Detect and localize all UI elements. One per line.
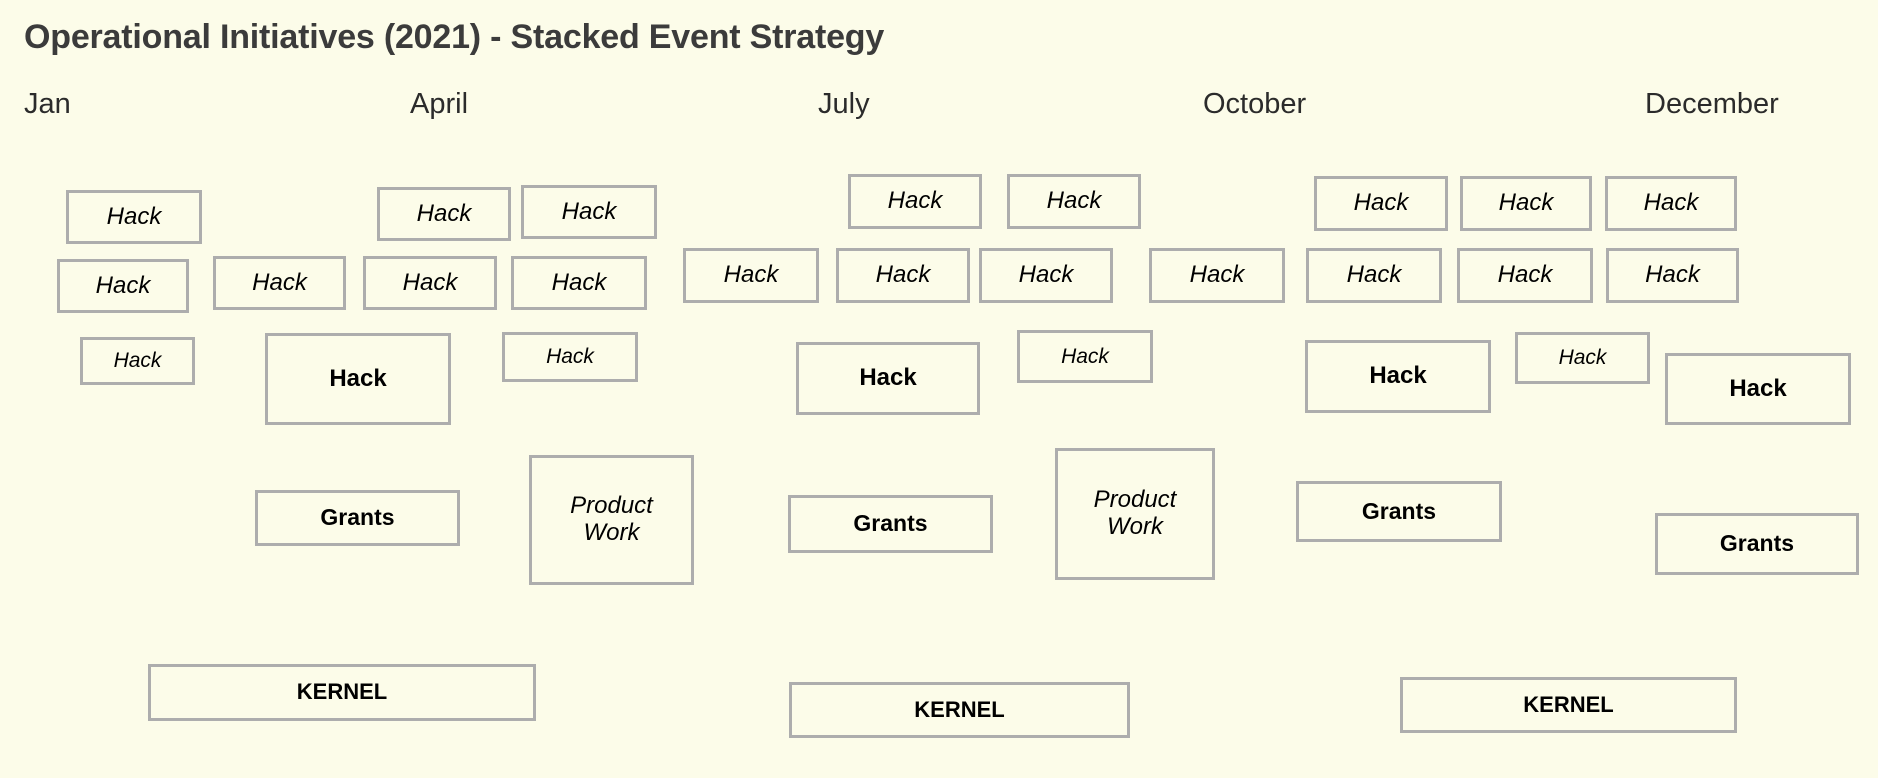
event-box-grants[interactable]: Grants	[1296, 481, 1502, 542]
event-box-hack[interactable]: Hack	[57, 259, 189, 313]
event-box-label: Hack	[113, 349, 162, 373]
event-box-hack[interactable]: Hack	[1457, 248, 1593, 303]
event-box-label: KERNEL	[1523, 691, 1614, 717]
event-box-hack[interactable]: Hack	[1460, 176, 1592, 231]
event-box-hack[interactable]: Hack	[1515, 332, 1650, 384]
event-box-label: Grants	[320, 504, 395, 531]
event-box-label: Hack	[1645, 261, 1700, 289]
event-box-label: Product Work	[570, 492, 653, 546]
event-box-hack[interactable]: Hack	[1149, 248, 1285, 303]
event-box-label: Hack	[1497, 261, 1553, 289]
event-box-label: Hack	[416, 199, 472, 227]
event-box-hack[interactable]: Hack	[979, 248, 1113, 303]
event-box-label: KERNEL	[914, 696, 1005, 722]
event-box-label: Hack	[95, 271, 151, 299]
event-box-label: Hack	[1558, 346, 1607, 370]
month-label-jan: Jan	[24, 88, 71, 120]
event-box-label: Hack	[1369, 362, 1427, 390]
event-box-label: Hack	[106, 202, 162, 230]
event-box-label: Hack	[252, 268, 307, 296]
page-title: Operational Initiatives (2021) - Stacked…	[24, 18, 885, 56]
event-box-label: KERNEL	[296, 679, 388, 705]
event-box-grants[interactable]: Grants	[1655, 513, 1859, 575]
event-box-label: Hack	[1353, 189, 1409, 217]
event-box-hack[interactable]: Hack	[848, 174, 982, 229]
event-box-hack[interactable]: Hack	[836, 248, 970, 303]
event-box-kernel[interactable]: KERNEL	[148, 664, 536, 721]
month-label-december: December	[1645, 88, 1779, 120]
event-box-hack[interactable]: Hack	[1314, 176, 1448, 231]
event-box-label: Product Work	[1093, 486, 1177, 540]
event-box-label: Hack	[1018, 261, 1074, 289]
event-box-hack[interactable]: Hack	[213, 256, 346, 310]
event-box-label: Hack	[875, 261, 931, 289]
event-box-hack[interactable]: Hack	[66, 190, 202, 244]
event-box-label: Hack	[1498, 189, 1554, 217]
event-box-kernel[interactable]: KERNEL	[1400, 677, 1737, 733]
event-box-label: Hack	[546, 345, 594, 369]
event-box-label: Hack	[1729, 374, 1787, 402]
event-box-hack[interactable]: Hack	[521, 185, 657, 239]
event-box-hack[interactable]: Hack	[1605, 176, 1737, 231]
event-box-label: Hack	[551, 268, 607, 296]
event-box-label: Grants	[853, 510, 928, 537]
event-box-hack[interactable]: Hack	[80, 337, 195, 385]
event-box-hack[interactable]: Hack	[511, 256, 647, 310]
event-box-label: Hack	[887, 187, 943, 215]
month-label-april: April	[410, 88, 469, 120]
event-box-label: Hack	[1189, 261, 1245, 289]
event-box-label: Grants	[1719, 530, 1795, 557]
event-box-hack[interactable]: Hack	[1606, 248, 1739, 303]
event-box-hack[interactable]: Hack	[265, 333, 451, 425]
event-box-product-work[interactable]: Product Work	[529, 455, 694, 585]
event-box-label: Hack	[1046, 187, 1102, 215]
event-box-label: Hack	[1643, 189, 1699, 217]
event-box-hack[interactable]: Hack	[1017, 330, 1153, 383]
event-box-grants[interactable]: Grants	[788, 495, 993, 553]
event-box-label: Hack	[402, 268, 458, 296]
event-box-hack[interactable]: Hack	[1305, 340, 1491, 413]
event-box-label: Hack	[1346, 261, 1402, 289]
event-box-hack[interactable]: Hack	[1306, 248, 1442, 303]
event-box-hack[interactable]: Hack	[377, 187, 511, 241]
event-box-product-work[interactable]: Product Work	[1055, 448, 1215, 580]
event-box-label: Grants	[1361, 497, 1437, 524]
month-label-july: July	[818, 88, 870, 120]
event-box-hack[interactable]: Hack	[502, 332, 638, 382]
event-box-grants[interactable]: Grants	[255, 490, 460, 546]
event-box-hack[interactable]: Hack	[1665, 353, 1851, 425]
month-label-october: October	[1203, 88, 1307, 120]
event-box-label: Hack	[329, 364, 387, 392]
event-box-label: Hack	[561, 197, 617, 225]
event-box-hack[interactable]: Hack	[1007, 174, 1141, 229]
event-box-label: Hack	[723, 261, 779, 289]
event-box-hack[interactable]: Hack	[796, 342, 980, 415]
event-box-label: Hack	[1061, 344, 1109, 368]
event-box-label: Hack	[859, 364, 917, 392]
event-box-hack[interactable]: Hack	[363, 256, 497, 310]
event-box-hack[interactable]: Hack	[683, 248, 819, 303]
event-box-kernel[interactable]: KERNEL	[789, 682, 1130, 738]
